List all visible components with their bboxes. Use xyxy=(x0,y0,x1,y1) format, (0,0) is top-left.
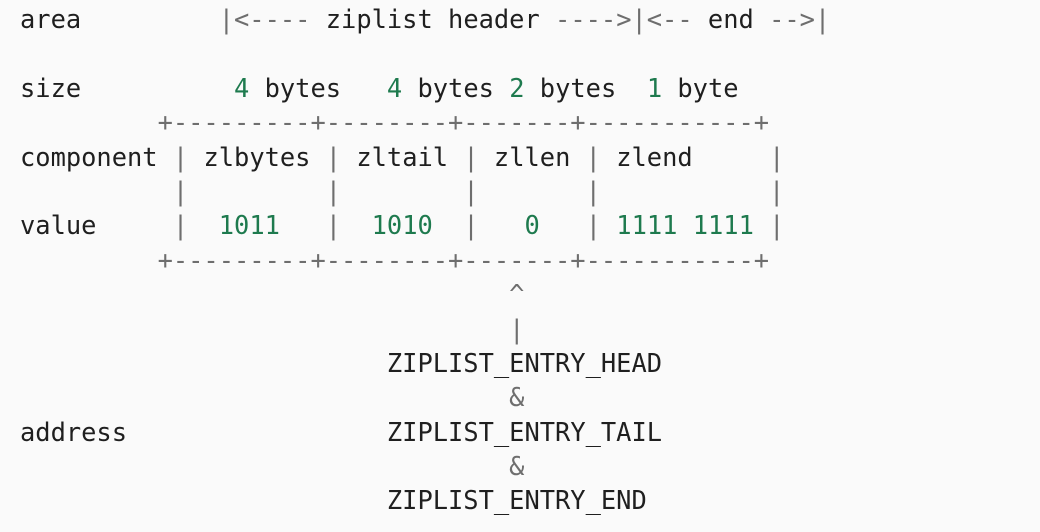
pointer-shaft: | xyxy=(509,313,525,344)
end-label: end xyxy=(707,4,754,34)
segment-txt xyxy=(127,417,387,447)
segment-txt: bytes xyxy=(524,72,647,103)
diagram-line: ^ xyxy=(20,277,830,311)
segment-txt xyxy=(20,382,509,412)
segment-num: 4 xyxy=(386,72,403,103)
segment-txt xyxy=(341,210,372,240)
row-label-component: component xyxy=(20,141,158,172)
row-label-size: size xyxy=(20,72,82,103)
segment-txt xyxy=(20,314,509,344)
macro-entry-end: ZIPLIST_ENTRY_END xyxy=(386,485,647,516)
field-zlbytes: zlbytes xyxy=(188,141,326,172)
macro-entry-tail: ZIPLIST_ENTRY_TAIL xyxy=(386,416,663,447)
segment-txt xyxy=(280,210,326,240)
table-bottom-border: +---------+--------+-------+-----------+ xyxy=(157,244,770,275)
diagram-line: component | zlbytes | zltail | zllen | z… xyxy=(20,140,830,174)
segment-txt xyxy=(433,210,464,240)
table-top-border: +---------+--------+-------+-----------+ xyxy=(157,107,770,138)
diagram-line: ZIPLIST_ENTRY_END xyxy=(20,483,830,517)
segment-border: ---->|<-- xyxy=(539,4,708,34)
ziplist-header-label: ziplist header xyxy=(325,4,540,34)
ampersand: & xyxy=(509,382,525,413)
segment-txt xyxy=(754,210,769,240)
value-zlend: 1111 1111 xyxy=(616,210,754,241)
segment-border: | xyxy=(585,141,601,172)
segment-txt xyxy=(96,210,172,240)
value-zllen: 0 xyxy=(524,210,540,241)
segment-txt: bytes xyxy=(249,72,387,103)
row-label-value: value xyxy=(20,210,97,241)
value-zlbytes: 1011 xyxy=(218,210,280,241)
segment-txt xyxy=(20,485,387,515)
diagram-line: +---------+--------+-------+-----------+ xyxy=(20,105,830,139)
segment-border: | xyxy=(463,141,479,172)
segment-border: | | | | | xyxy=(172,175,785,206)
diagram-line: | | | | | xyxy=(20,174,830,208)
segment-border: | xyxy=(325,141,342,172)
diagram-line: ZIPLIST_ENTRY_HEAD xyxy=(20,346,830,380)
segment-border: | xyxy=(585,210,601,241)
diagram-line: value | 1011 | 1010 | 0 | 1111 1111 | xyxy=(20,208,830,242)
row-label-area: area xyxy=(20,4,82,34)
segment-txt xyxy=(540,210,586,240)
diagram-line xyxy=(20,36,830,70)
diagram-line: +---------+--------+-------+-----------+ xyxy=(20,243,830,277)
segment-border: |<---- xyxy=(218,4,326,34)
macro-entry-head: ZIPLIST_ENTRY_HEAD xyxy=(386,347,663,378)
segment-txt xyxy=(158,142,173,172)
segment-border: | xyxy=(769,210,785,241)
segment-txt: byte xyxy=(662,72,739,103)
segment-txt xyxy=(601,210,616,240)
segment-border: | xyxy=(769,141,785,172)
ziplist-layout-diagram: area |<---- ziplist header ---->|<-- end… xyxy=(20,2,830,518)
field-zlend: zlend xyxy=(600,141,770,172)
segment-txt xyxy=(479,210,525,240)
segment-txt xyxy=(20,107,158,137)
field-zllen: zllen xyxy=(478,141,586,172)
segment-border: | xyxy=(463,210,479,241)
segment-txt xyxy=(20,348,387,378)
segment-txt xyxy=(20,245,158,275)
segment-txt xyxy=(81,4,219,34)
row-label-address: address xyxy=(20,416,128,447)
ampersand: & xyxy=(509,451,525,482)
value-zltail: 1010 xyxy=(371,210,433,241)
segment-num: 1 xyxy=(646,72,663,103)
segment-border: -->| xyxy=(753,4,831,34)
segment-border: | xyxy=(172,210,189,241)
segment-txt xyxy=(188,210,219,240)
diagram-line: | xyxy=(20,312,830,346)
segment-border: | xyxy=(325,210,342,241)
diagram-line: & xyxy=(20,449,830,483)
diagram-line: & xyxy=(20,380,830,414)
segment-num: 2 xyxy=(509,72,525,103)
segment-txt: bytes xyxy=(402,72,510,103)
segment-txt xyxy=(20,176,173,206)
diagram-line: area |<---- ziplist header ---->|<-- end… xyxy=(20,2,830,36)
segment-num: 4 xyxy=(234,72,250,103)
segment-txt xyxy=(81,73,234,103)
segment-border: | xyxy=(172,141,189,172)
segment-txt xyxy=(20,279,509,309)
segment-txt xyxy=(20,451,509,481)
diagram-line: address ZIPLIST_ENTRY_TAIL xyxy=(20,415,830,449)
diagram-line: size 4 bytes 4 bytes 2 bytes 1 byte xyxy=(20,71,830,105)
field-zltail: zltail xyxy=(341,141,464,172)
pointer-arrowhead: ^ xyxy=(509,279,525,310)
